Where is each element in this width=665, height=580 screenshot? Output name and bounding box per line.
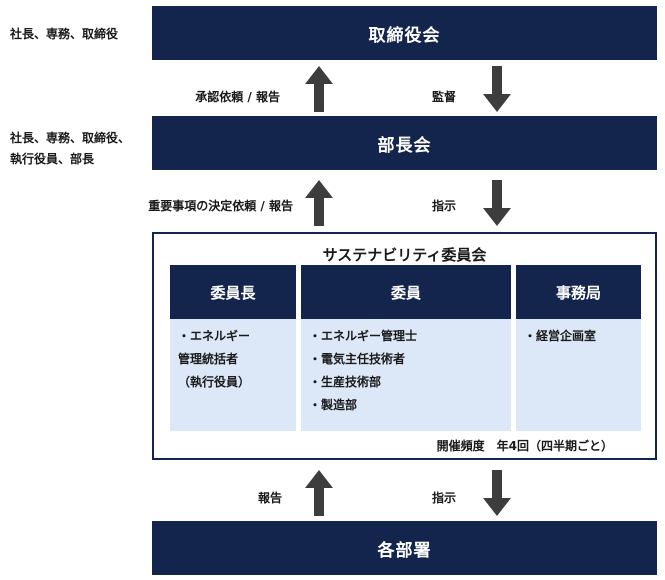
committee-chair-header-label: 委員長 [210, 283, 256, 302]
committee-members-body: ・エネルギー管理士 ・電気主任技術者 ・生産技術部 ・製造部 [301, 319, 511, 431]
list-item: 管理統括者 [178, 352, 239, 366]
arrow-down-icon [483, 180, 511, 226]
managers-members-line-2: 執行役員、部長 [10, 152, 95, 166]
meeting-frequency: 開催頻度 年4回（四半期ごと） [436, 439, 613, 453]
departments-box: 各部署 [152, 521, 657, 575]
arrow-up-icon [305, 66, 333, 112]
list-item: ・生産技術部 [309, 375, 382, 389]
list-item: ・電気主任技術者 [309, 352, 406, 366]
committee-chair-body: ・エネルギー 管理統括者 （執行役員） [170, 319, 296, 431]
arrow-up-icon [305, 470, 333, 516]
list-item: ・エネルギー [178, 329, 251, 343]
committee-secretariat-body: ・経営企画室 [516, 319, 641, 431]
arrow-down-icon [483, 470, 511, 516]
board-title: 取締役会 [368, 25, 441, 46]
managers-meeting-title: 部長会 [377, 135, 432, 156]
departments-title: 各部署 [377, 540, 432, 561]
list-item: ・エネルギー管理士 [309, 329, 418, 343]
list-item: ・製造部 [309, 398, 358, 412]
list-item: ・経営企画室 [524, 329, 597, 343]
flow-label-instruction-lower: 指示 [432, 491, 457, 505]
committee-secretariat-header-label: 事務局 [555, 283, 601, 302]
flow-label-report: 報告 [258, 491, 283, 505]
flow-label-supervision: 監督 [432, 90, 457, 104]
arrow-up-icon [305, 180, 333, 226]
flow-label-decision-request: 重要事項の決定依頼 / 報告 [148, 199, 293, 213]
flow-label-instruction-upper: 指示 [432, 199, 457, 213]
managers-members-line-1: 社長、専務、取締役、 [10, 131, 131, 145]
committee-members-header-label: 委員 [390, 283, 421, 302]
list-item: （執行役員） [178, 375, 251, 389]
board-members-note: 社長、専務、取締役 [10, 27, 119, 41]
committee-title: サステナビリティ委員会 [322, 246, 487, 264]
managers-members-note: 社長、専務、取締役、 執行役員、部長 [10, 128, 130, 170]
arrow-down-icon [483, 66, 511, 112]
flow-label-approval-report: 承認依頼 / 報告 [195, 90, 280, 104]
managers-meeting-box: 部長会 [152, 116, 657, 170]
committee-secretariat-header: 事務局 [516, 265, 641, 319]
committee-members-header: 委員 [301, 265, 511, 319]
committee-chair-header: 委員長 [170, 265, 296, 319]
board-box: 取締役会 [152, 6, 657, 60]
